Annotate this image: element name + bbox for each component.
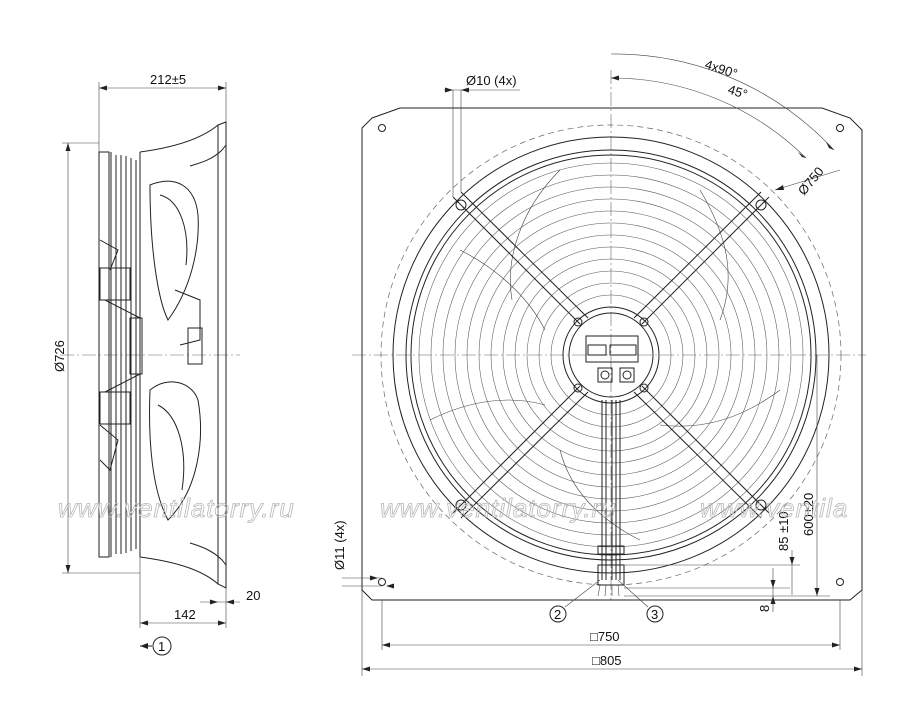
motor-hub (562, 306, 660, 404)
outer-width-label: □805 (592, 653, 622, 668)
guard-grill (418, 162, 804, 548)
bottom-offset-label: 8 (757, 605, 772, 612)
front-view: Ø10 (4x) 4x90° 45° Ø750 Ø11 (4x) 600±20 … (332, 53, 866, 676)
pitch-diameter-label: Ø750 (795, 164, 827, 198)
watermark-text: www.ventilatorry.ru (58, 493, 295, 523)
cable-length-label: 600±20 (801, 493, 816, 536)
corner-hole (378, 124, 386, 132)
depth-dimension: 212±5 (150, 72, 186, 87)
corner-hole (378, 578, 386, 586)
motor-fins (110, 152, 137, 557)
diameter-dimension: Ø726 (52, 340, 67, 372)
mount-hole-label: Ø11 (4x) (332, 520, 347, 570)
hole-label: Ø10 (4x) (466, 73, 517, 88)
cable-offset-label: 85 ±10 (776, 511, 791, 551)
side-view: 212±5 Ø726 142 20 1 (52, 72, 260, 656)
angle-label: 45° (726, 82, 749, 102)
side-blades (149, 180, 201, 521)
airflow-marker: 1 (158, 639, 165, 654)
watermark-text: www.ventilatorry.ru (380, 493, 617, 523)
corner-hole (836, 578, 844, 586)
hub-depth-dimension: 142 (174, 607, 196, 622)
inner-width-label: □750 (590, 629, 620, 644)
impeller-blades (429, 169, 781, 541)
watermark: www.ventilatorry.ru www.ventilatorry.ru … (58, 493, 848, 524)
flange-dimension: 20 (246, 588, 260, 603)
corner-hole (836, 124, 844, 132)
callout-gland: 3 (651, 607, 658, 622)
watermark-text: www.ventila (700, 493, 848, 523)
hole-pattern-label: 4x90° (703, 57, 739, 82)
cables (597, 400, 625, 597)
guard-struts (452, 191, 770, 519)
callout-cable: 2 (554, 607, 561, 622)
